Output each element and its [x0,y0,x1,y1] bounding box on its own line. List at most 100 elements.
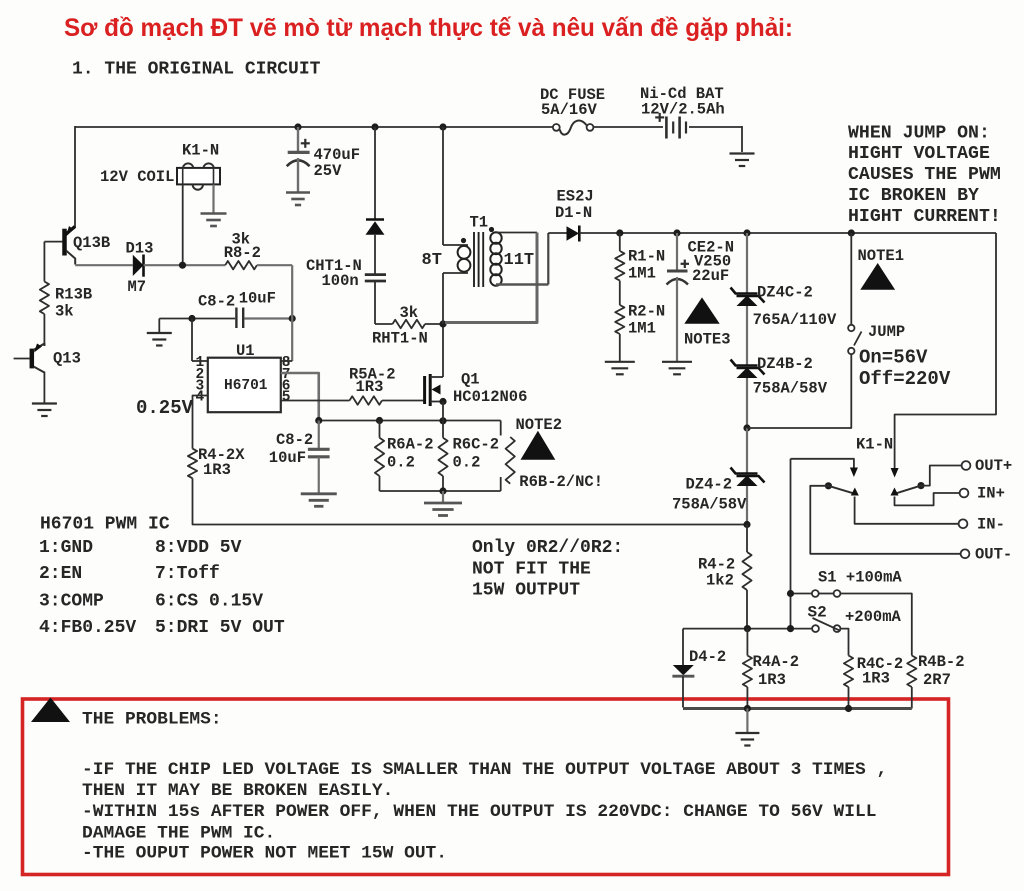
svg-text:T1: T1 [470,213,489,231]
svg-text:0.25V: 0.25V [136,397,194,419]
svg-text:R4-2: R4-2 [698,555,735,573]
svg-text:R6C-2: R6C-2 [453,435,500,453]
svg-text:NOT FIT THE: NOT FIT THE [472,560,591,580]
svg-text:C8-2: C8-2 [198,292,235,310]
svg-text:S1 +100mA: S1 +100mA [818,568,902,586]
svg-text:R4C-2: R4C-2 [857,655,904,673]
svg-text:DC FUSE: DC FUSE [540,86,605,104]
svg-text:8: 8 [282,355,291,371]
svg-text:THE PROBLEMS:: THE PROBLEMS: [82,710,222,730]
svg-text:+200mA: +200mA [845,608,902,626]
svg-text:S2: S2 [808,604,827,622]
svg-text:WHEN JUMP ON:: WHEN JUMP ON: [848,123,990,143]
svg-text:1k2: 1k2 [706,571,734,589]
svg-text:5: 5 [282,390,291,406]
svg-text:11T: 11T [504,251,535,270]
svg-text:CE2-N: CE2-N [688,238,735,256]
svg-text:1. THE ORIGINAL CIRCUIT: 1. THE ORIGINAL CIRCUIT [72,60,321,80]
svg-text:NOTE3: NOTE3 [684,330,731,348]
svg-text:Only 0R2//0R2:: Only 0R2//0R2: [472,538,623,558]
svg-text:10uF: 10uF [269,449,306,467]
svg-text:12V/2.5Ah: 12V/2.5Ah [641,100,725,118]
svg-text:V250: V250 [694,252,731,270]
svg-text:3k: 3k [55,302,74,320]
svg-text:NOTE1: NOTE1 [858,247,905,265]
svg-text:758A/58V: 758A/58V [753,379,828,397]
svg-text:Q1: Q1 [461,370,480,388]
svg-text:CHT1-N: CHT1-N [306,257,362,275]
svg-text:R6B-2/NC!: R6B-2/NC! [519,473,603,491]
svg-text:5A/16V: 5A/16V [541,101,598,119]
svg-text:5:DRI 5V OUT: 5:DRI 5V OUT [155,618,285,638]
svg-text:3k: 3k [400,304,419,322]
svg-text:ES2J: ES2J [557,187,594,205]
svg-text:2:EN: 2:EN [39,564,82,584]
svg-text:R6A-2: R6A-2 [387,435,434,453]
svg-text:Sơ đồ mạch ĐT vẽ mò từ mạch th: Sơ đồ mạch ĐT vẽ mò từ mạch thực tế và n… [64,14,793,42]
svg-text:3:COMP: 3:COMP [39,592,104,612]
svg-text:758A/58V: 758A/58V [672,495,747,513]
svg-text:HC012N06: HC012N06 [453,388,527,406]
svg-text:1M1: 1M1 [628,264,656,282]
svg-text:Ni-Cd BAT: Ni-Cd BAT [640,85,724,103]
svg-text:OUT+: OUT+ [975,457,1012,475]
svg-text:K1-N: K1-N [856,435,893,453]
svg-text:1:GND: 1:GND [39,538,93,558]
svg-text:0.2: 0.2 [453,453,481,471]
svg-text:22uF: 22uF [692,267,729,285]
svg-text:DZ4C-2: DZ4C-2 [757,283,813,301]
svg-text:DZ4-2: DZ4-2 [686,475,733,493]
svg-text:10uF: 10uF [239,289,276,307]
svg-text:THEN IT MAY BE BROKEN EASILY.: THEN IT MAY BE BROKEN EASILY. [82,781,393,801]
svg-text:R1-N: R1-N [628,247,665,265]
svg-text:7: 7 [282,367,291,383]
svg-text:H6701 PWM IC: H6701 PWM IC [40,515,170,535]
svg-text:U1: U1 [236,342,255,360]
svg-text:7:Toff: 7:Toff [155,564,220,584]
svg-text:1M1: 1M1 [628,319,656,337]
svg-text:JUMP: JUMP [868,323,905,341]
svg-text:-IF THE CHIP LED VOLTAGE IS SM: -IF THE CHIP LED VOLTAGE IS SMALLER THAN… [82,760,887,780]
svg-text:H6701: H6701 [224,378,268,394]
svg-text:0.2: 0.2 [387,453,415,471]
svg-text:3k: 3k [232,230,251,248]
svg-text:8T: 8T [422,251,442,270]
svg-text:K1-N: K1-N [182,141,219,159]
svg-text:4:FB0.25V: 4:FB0.25V [39,618,136,638]
svg-text:15W OUTPUT: 15W OUTPUT [472,581,580,601]
svg-text:D13: D13 [126,239,154,257]
svg-text:-WITHIN 15s AFTER POWER OFF, W: -WITHIN 15s AFTER POWER OFF, WHEN THE OU… [82,802,876,822]
svg-text:D1-N: D1-N [555,204,592,222]
svg-text:1R3: 1R3 [356,378,384,396]
svg-text:NOTE2: NOTE2 [516,416,563,434]
svg-text:D4-2: D4-2 [689,648,726,666]
svg-text:1R3: 1R3 [862,669,890,687]
svg-text:25V: 25V [314,162,343,180]
svg-text:C8-2: C8-2 [276,431,313,449]
svg-text:R4A-2: R4A-2 [753,653,800,671]
svg-text:HIGHT VOLTAGE: HIGHT VOLTAGE [848,144,990,164]
svg-text:2: 2 [196,367,205,383]
svg-text:DAMAGE THE PWM IC.: DAMAGE THE PWM IC. [82,824,275,844]
svg-text:Q13B: Q13B [73,234,110,252]
svg-text:470uF: 470uF [314,146,361,164]
svg-text:R5A-2: R5A-2 [349,365,396,383]
svg-text:OUT-: OUT- [975,545,1012,563]
svg-text:2R7: 2R7 [923,671,951,689]
svg-text:6: 6 [282,379,291,395]
svg-text:R2-N: R2-N [628,302,665,320]
svg-text:1: 1 [196,355,205,371]
svg-text:RHT1-N: RHT1-N [372,329,428,347]
svg-text:R13B: R13B [55,285,92,303]
svg-text:CAUSES THE PWM: CAUSES THE PWM [848,165,1001,185]
svg-text:IC BROKEN BY: IC BROKEN BY [848,186,979,206]
svg-text:HIGHT CURRENT!: HIGHT CURRENT! [848,207,1001,227]
svg-text:Off=220V: Off=220V [859,368,951,390]
svg-text:6:CS 0.15V: 6:CS 0.15V [155,592,263,612]
svg-text:IN+: IN+ [977,484,1005,502]
svg-text:On=56V: On=56V [859,347,928,369]
svg-text:1R3: 1R3 [758,671,786,689]
svg-text:765A/110V: 765A/110V [753,311,837,329]
svg-text:M7: M7 [128,278,147,296]
svg-text:R8-2: R8-2 [224,244,261,262]
